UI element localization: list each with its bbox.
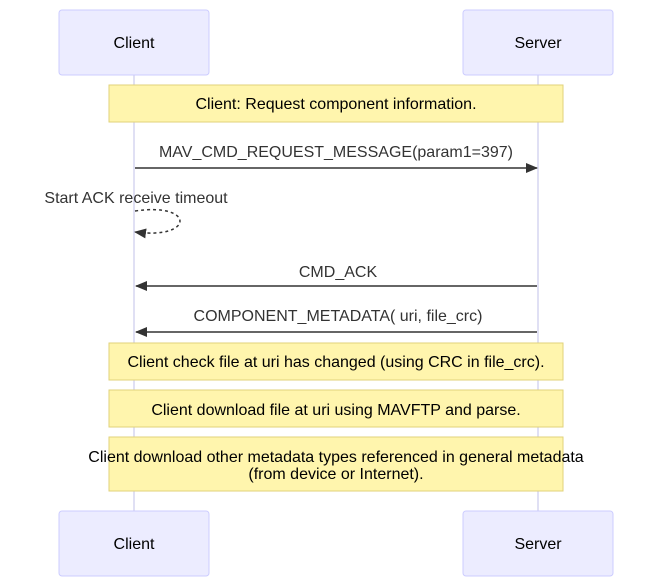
- note-check-file: Client check file at uri has changed (us…: [108, 342, 564, 381]
- message-ack-timeout: Start ACK receive timeout: [44, 190, 228, 239]
- message-component-metadata: COMPONENT_METADATA( uri, file_crc): [135, 308, 537, 337]
- message-ack-timeout-arrow: [134, 208, 181, 239]
- client-actor-bottom: Client: [58, 510, 210, 577]
- note-download-other: Client download other metadata types ref…: [88, 436, 584, 492]
- note-download-other-line2: (from device or Internet).: [248, 466, 423, 483]
- message-request-label: MAV_CMD_REQUEST_MESSAGE(param1=397): [159, 144, 513, 161]
- note-download-file-label: Client download file at uri using MAVFTP…: [151, 402, 520, 419]
- client-actor-top: Client: [58, 9, 210, 76]
- note-check-file-label: Client check file at uri has changed (us…: [127, 354, 544, 371]
- message-cmd-ack: CMD_ACK: [135, 264, 537, 291]
- note-download-file: Client download file at uri using MAVFTP…: [108, 389, 564, 428]
- server-actor-bottom-label: Server: [514, 536, 562, 553]
- server-actor-top: Server: [462, 9, 614, 76]
- server-actor-top-label: Server: [514, 35, 562, 52]
- note-download-other-line1: Client download other metadata types ref…: [88, 449, 584, 466]
- server-actor-bottom: Server: [462, 510, 614, 577]
- client-actor-bottom-label: Client: [114, 536, 155, 553]
- client-actor-top-label: Client: [114, 35, 155, 52]
- message-cmd-ack-label: CMD_ACK: [299, 264, 378, 281]
- message-ack-timeout-label: Start ACK receive timeout: [44, 190, 228, 207]
- note-request-info-label: Client: Request component information.: [195, 96, 476, 113]
- note-request-info: Client: Request component information.: [108, 84, 564, 123]
- message-component-metadata-label: COMPONENT_METADATA( uri, file_crc): [194, 308, 483, 325]
- message-request: MAV_CMD_REQUEST_MESSAGE(param1=397): [135, 144, 538, 173]
